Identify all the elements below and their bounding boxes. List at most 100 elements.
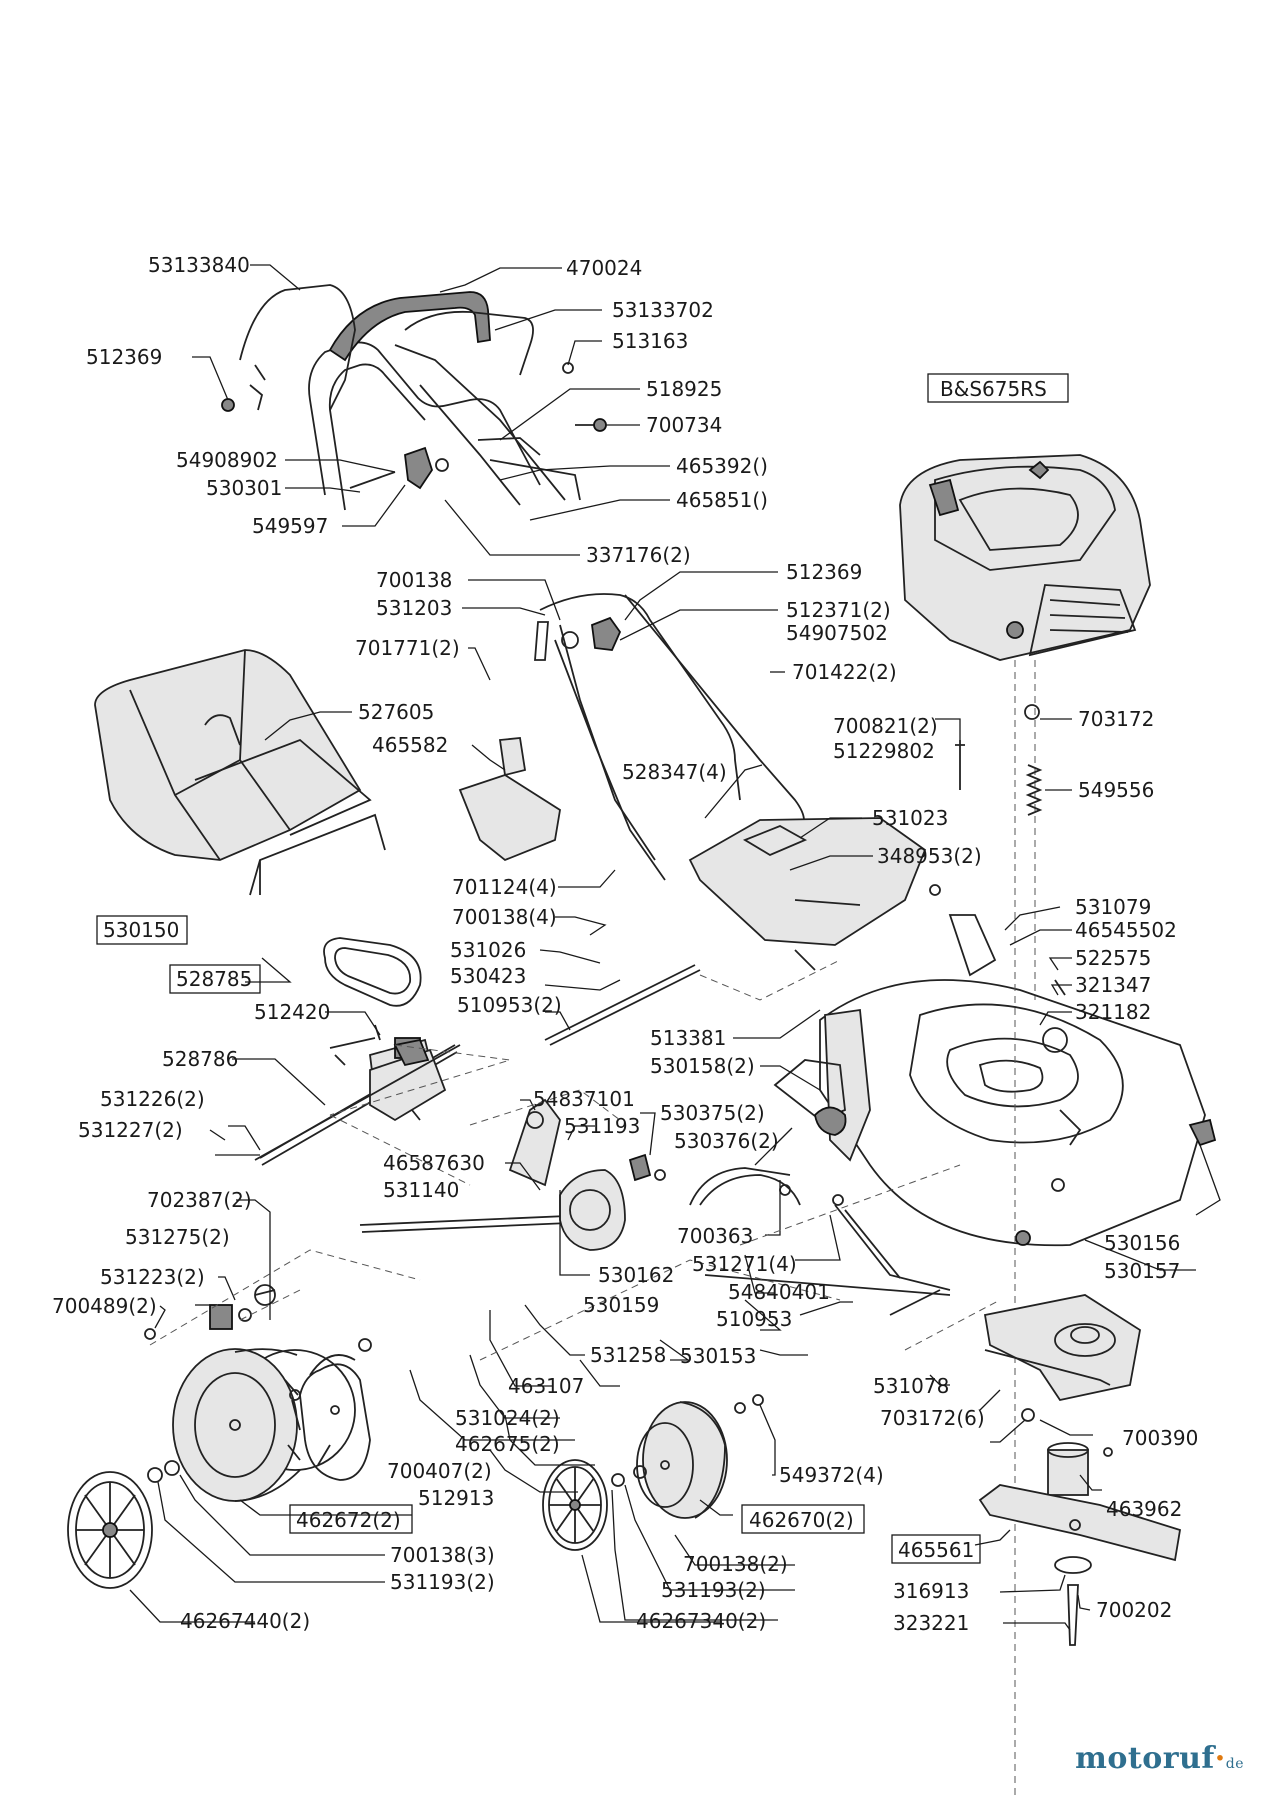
part-label: 700363 [677,1224,753,1248]
rear-wheel-left [172,1348,356,1502]
part-label: 530153 [680,1344,756,1368]
brand-dot: · [1214,1741,1226,1776]
grass-bag [94,649,386,896]
part-label: 462675(2) [455,1432,560,1456]
part-label: 512369 [86,345,162,369]
part-label: 531203 [376,596,452,620]
part-label: 512420 [254,1000,330,1024]
leader-lines [129,264,1221,1631]
part-label: 54840401 [728,1280,830,1304]
mower-deck [819,914,1217,1247]
left-drive-parts [144,1284,276,1340]
part-label: 465392() [676,454,768,478]
part-label: 700734 [646,413,722,437]
part-label: 54837101 [533,1087,635,1111]
blade-assembly [978,1294,1182,1646]
part-labels: 53133840 470024 53133702 513163 512369 5… [52,253,1198,1635]
part-label: 531193(2) [661,1578,766,1602]
part-label: 463962 [1106,1497,1182,1521]
part-label: 513163 [612,329,688,353]
part-label: 531193 [564,1114,640,1138]
part-label: 531079 [1075,895,1151,919]
engine [899,454,1151,661]
part-label: 348953(2) [877,844,982,868]
part-label: 530157 [1104,1259,1180,1283]
part-label: 46587630 [383,1151,485,1175]
part-label: 462672(2) [296,1508,401,1532]
part-label: 463107 [508,1374,584,1398]
part-label: 700138(2) [683,1552,788,1576]
part-label: 530158(2) [650,1054,755,1078]
part-label: 531227(2) [78,1118,183,1142]
part-label: 549556 [1078,778,1154,802]
part-label: 700202 [1096,1598,1172,1622]
part-label: 701422(2) [792,660,897,684]
part-label: 700390 [1122,1426,1198,1450]
left-hubcap [67,1460,180,1589]
part-label: 700821(2) [833,714,938,738]
part-label: 702387(2) [147,1188,252,1212]
part-label: 531024(2) [455,1406,560,1430]
cable-parts [221,284,607,501]
part-label: 700407(2) [387,1459,492,1483]
part-label: 531275(2) [125,1225,230,1249]
part-label: 510953 [716,1307,792,1331]
part-label: 465582 [372,733,448,757]
part-label: 321182 [1075,1000,1151,1024]
part-label: 701124(4) [452,875,557,899]
part-label: 530162 [598,1263,674,1287]
part-label: 703172(6) [880,1406,985,1430]
part-label: 530150 [103,918,179,942]
part-label: 531078 [873,1374,949,1398]
part-label: 530159 [583,1293,659,1317]
deflector [458,737,561,862]
nut [1024,704,1040,720]
part-label: 700138 [376,568,452,592]
part-label: 530423 [450,964,526,988]
part-label: 53133840 [148,253,250,277]
brand-tld: de [1225,1756,1244,1772]
part-label: 54908902 [176,448,278,472]
part-label: 512371(2) [786,598,891,622]
part-label: 528785 [176,967,252,991]
part-label: 700138(3) [390,1543,495,1567]
part-label: 522575 [1075,946,1151,970]
assembly-lines [149,959,1001,1361]
engine-model-label: B&S675RS [940,377,1047,401]
part-label: 321347 [1075,973,1151,997]
label-boxes [96,373,1069,1564]
part-label: 528786 [162,1047,238,1071]
part-label: 462670(2) [749,1508,854,1532]
part-label: 531258 [590,1343,666,1367]
part-label: 531226(2) [100,1087,205,1111]
part-label: 530376(2) [674,1129,779,1153]
belt [323,937,422,1007]
part-label: 531140 [383,1178,459,1202]
part-label: 337176(2) [586,543,691,567]
part-label: 531271(4) [692,1252,797,1276]
brand-logo: motoruf·de [1075,1741,1244,1776]
part-label: 46267440(2) [180,1609,310,1633]
part-label: 54907502 [786,621,888,645]
part-label: 51229802 [833,739,935,763]
part-label: 470024 [566,256,642,280]
part-label: 465851() [676,488,768,512]
part-label: 513381 [650,1026,726,1050]
part-label: 549372(4) [779,1463,884,1487]
part-label: 530375(2) [660,1101,765,1125]
height-adjust [508,1059,951,1291]
brand-name: motoruf [1075,1741,1215,1776]
part-label: 510953(2) [457,993,562,1017]
part-label: 518925 [646,377,722,401]
part-label: 512369 [786,560,862,584]
part-label: 530301 [206,476,282,500]
left-hub-plate [289,1338,372,1481]
part-label: 531026 [450,938,526,962]
part-label: 701771(2) [355,636,460,660]
part-label: 703172 [1078,707,1154,731]
part-label: 531193(2) [390,1570,495,1594]
part-label: 46267340(2) [636,1609,766,1633]
bolt [955,740,965,790]
part-label: 512913 [418,1486,494,1510]
